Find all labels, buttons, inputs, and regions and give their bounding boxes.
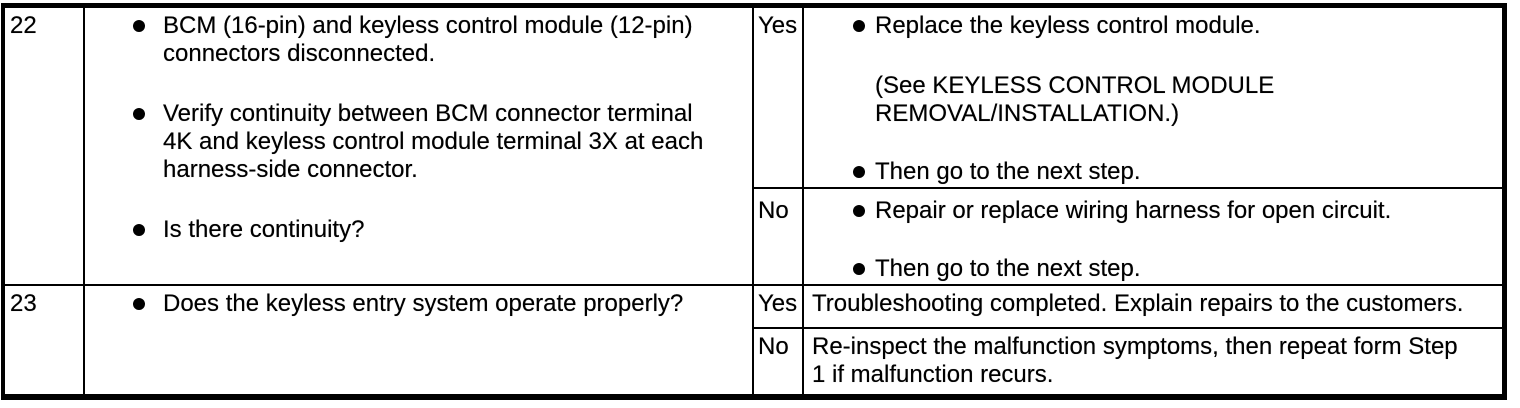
answer-subrow-yes: Yes Replace the keyless control module. … (754, 8, 1502, 189)
troubleshooting-table: 22 BCM (16-pin) and keyless control modu… (1, 3, 1507, 400)
inspection-cell: Does the keyless entry system operate pr… (85, 286, 754, 394)
list-item: Is there continuity? (85, 216, 752, 244)
answer-label-cell: Yes (754, 8, 804, 187)
bullet-icon (133, 298, 145, 310)
action-cell: Troubleshooting completed. Explain repai… (804, 286, 1502, 327)
answer-label: No (758, 333, 789, 360)
answer-label: Yes (758, 12, 798, 39)
action-cell: Replace the keyless control module. (See… (804, 8, 1502, 187)
step-number: 22 (10, 12, 37, 39)
answer-subrow-no: No Re-inspect the malfunction symptoms, … (754, 329, 1502, 394)
inspection-cell: BCM (16-pin) and keyless control module … (85, 8, 754, 284)
inspection-text: Verify continuity between BCM connector … (163, 100, 704, 183)
answer-label: Yes (758, 290, 798, 317)
list-item: Then go to the next step. (804, 255, 1502, 283)
table-row-step-22: 22 BCM (16-pin) and keyless control modu… (5, 8, 1502, 286)
bullet-icon (133, 224, 145, 236)
answer-label: No (758, 197, 789, 224)
step-number-cell: 22 (5, 8, 85, 284)
list-item: Verify continuity between BCM connector … (85, 100, 752, 184)
inspection-text: Does the keyless entry system operate pr… (163, 290, 684, 317)
bullet-icon (133, 108, 145, 120)
bullet-icon (853, 166, 865, 178)
step-number: 23 (10, 290, 37, 317)
action-text: Repair or replace wiring harness for ope… (875, 197, 1392, 224)
action-text-block: Replace the keyless control module. (See… (875, 12, 1475, 128)
action-text: Replace the keyless control module. (875, 12, 1261, 39)
bullet-icon (853, 263, 865, 275)
answers-group: Yes Replace the keyless control module. … (754, 8, 1502, 284)
list-item: Does the keyless entry system operate pr… (85, 290, 752, 318)
action-cell: Re-inspect the malfunction symptoms, the… (804, 329, 1502, 394)
list-item: BCM (16-pin) and keyless control module … (85, 12, 752, 68)
action-cell: Repair or replace wiring harness for ope… (804, 189, 1502, 284)
step-number-cell: 23 (5, 286, 85, 394)
bullet-icon (853, 205, 865, 217)
answer-label-cell: No (754, 329, 804, 394)
action-text: Then go to the next step. (875, 158, 1141, 185)
answers-group: Yes Troubleshooting completed. Explain r… (754, 286, 1502, 394)
list-item: Repair or replace wiring harness for ope… (804, 197, 1502, 225)
answer-subrow-no: No Repair or replace wiring harness for … (754, 189, 1502, 284)
action-text: Then go to the next step. (875, 255, 1141, 282)
bullet-icon (853, 20, 865, 32)
table-row-step-23: 23 Does the keyless entry system operate… (5, 286, 1502, 394)
answer-label-cell: No (754, 189, 804, 284)
action-note: (See KEYLESS CONTROL MODULE REMOVAL/INST… (875, 72, 1275, 127)
list-item: Replace the keyless control module. (See… (804, 12, 1502, 128)
inspection-text: Is there continuity? (163, 216, 365, 243)
inspection-text: BCM (16-pin) and keyless control module … (163, 12, 693, 67)
answer-label-cell: Yes (754, 286, 804, 327)
answer-subrow-yes: Yes Troubleshooting completed. Explain r… (754, 286, 1502, 329)
action-text: Troubleshooting completed. Explain repai… (812, 290, 1464, 317)
action-text: Re-inspect the malfunction symptoms, the… (812, 333, 1458, 388)
list-item: Then go to the next step. (804, 158, 1502, 186)
bullet-icon (133, 20, 145, 32)
